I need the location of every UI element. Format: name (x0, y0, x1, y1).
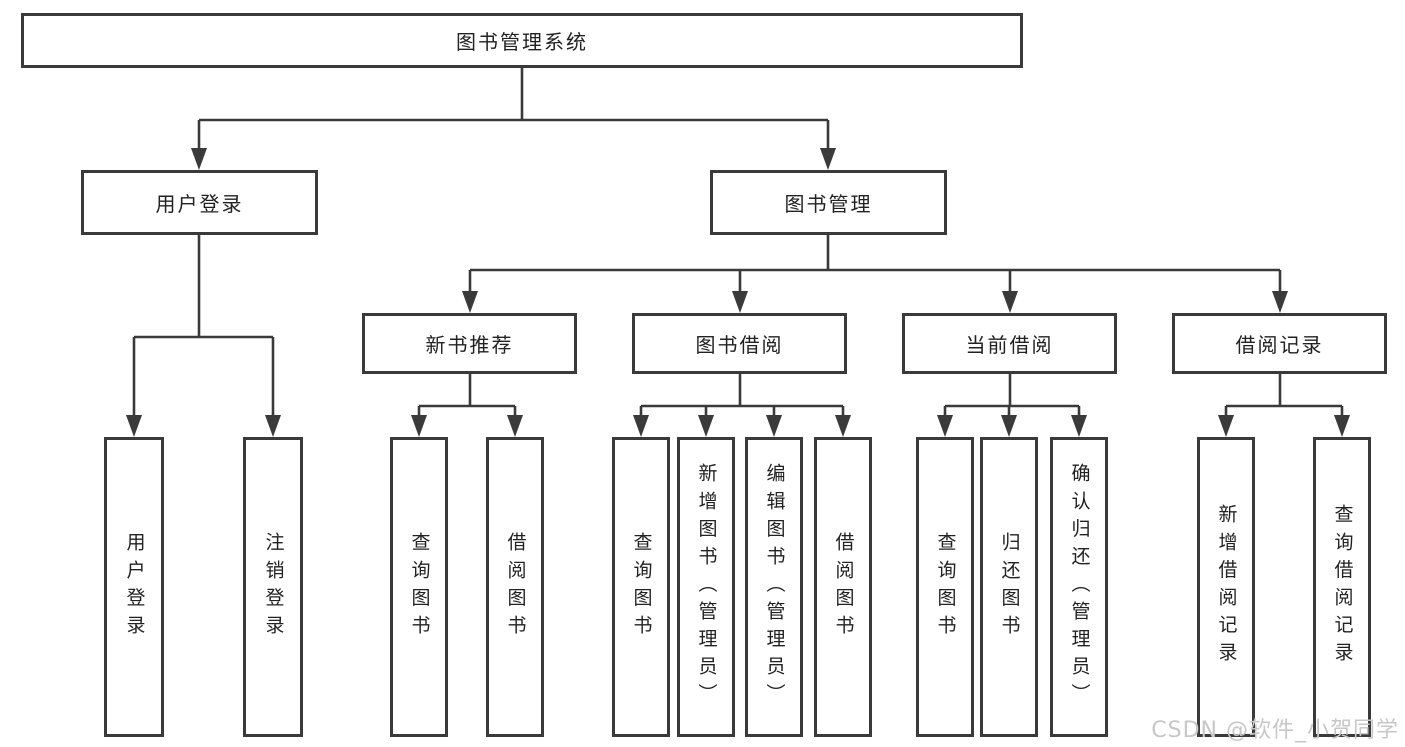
leaf-query-books-recommend: 查询图书 (390, 437, 448, 737)
edge-newbooks-to-leaves (417, 374, 517, 419)
arrowhead (462, 291, 478, 313)
node-user-login: 用户登录 (81, 170, 318, 235)
arrowhead (1071, 415, 1087, 437)
leaf-query-borrow-record: 查询借阅记录 (1313, 437, 1371, 737)
leaf-return-books: 归还图书 (980, 437, 1038, 737)
edge-borrowrecords-to-leaves (1224, 374, 1344, 419)
node-new-book-recommend: 新书推荐 (362, 313, 577, 374)
edge-bookmgmt-to-level3 (468, 235, 1282, 295)
arrowhead (835, 415, 851, 437)
node-book-borrowing: 图书借阅 (632, 313, 847, 374)
leaf-logout: 注销登录 (243, 437, 303, 737)
leaf-user-login: 用户登录 (104, 437, 164, 737)
node-current-borrowing: 当前借阅 (902, 313, 1117, 374)
arrowhead (633, 415, 649, 437)
arrowhead (1272, 291, 1288, 313)
arrowhead (507, 415, 523, 437)
arrowhead (191, 148, 207, 170)
leaf-add-borrow-record: 新增借阅记录 (1197, 437, 1255, 737)
leaf-borrow-books: 借阅图书 (814, 437, 872, 737)
arrowhead (820, 148, 836, 170)
edge-root-to-level2 (197, 68, 830, 152)
arrowhead (1001, 415, 1017, 437)
arrowhead (265, 415, 281, 437)
node-root-system: 图书管理系统 (21, 13, 1023, 68)
arrowhead (1218, 415, 1234, 437)
node-book-management: 图书管理 (710, 170, 947, 235)
leaf-add-books-admin: 新增图书（管理员） (677, 437, 735, 737)
arrowhead (766, 415, 782, 437)
edge-userlogin-to-leaves (132, 235, 275, 419)
arrowhead (698, 415, 714, 437)
arrowhead (126, 415, 142, 437)
edge-currentborrow-to-leaves (943, 374, 1081, 419)
leaf-confirm-return-admin: 确认归还（管理员） (1050, 437, 1108, 737)
arrowhead (937, 415, 953, 437)
leaf-edit-books-admin: 编辑图书（管理员） (745, 437, 803, 737)
edge-bookborrow-to-leaves (639, 374, 845, 419)
arrowhead (732, 291, 748, 313)
csdn-watermark: CSDN @软件_小贺同学 (1151, 718, 1399, 743)
arrowhead (1334, 415, 1350, 437)
arrowhead (411, 415, 427, 437)
node-borrow-records: 借阅记录 (1172, 313, 1387, 374)
leaf-query-books-current: 查询图书 (916, 437, 974, 737)
leaf-borrow-books-recommend: 借阅图书 (486, 437, 544, 737)
leaf-query-books-borrow: 查询图书 (612, 437, 670, 737)
arrowhead (1002, 291, 1018, 313)
